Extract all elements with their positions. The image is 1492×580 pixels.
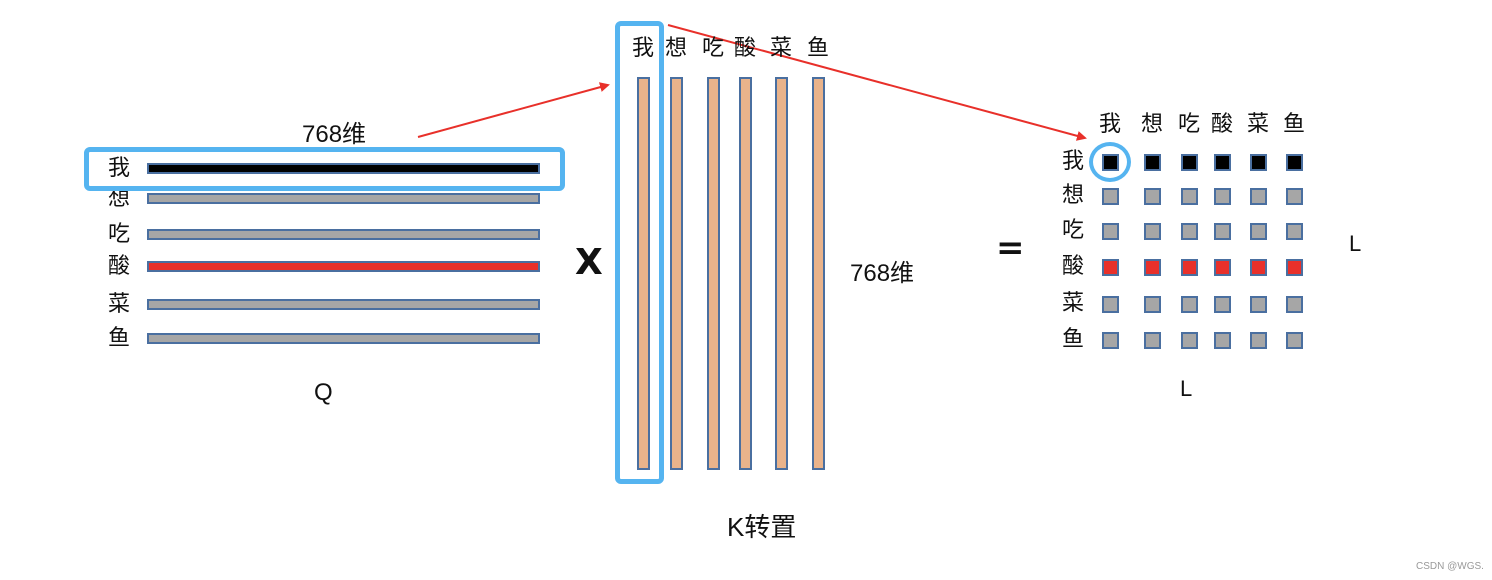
result-cell [1102,223,1119,240]
result-cell [1144,259,1161,276]
result-cell-highlight [1089,142,1131,182]
result-cell [1286,332,1303,349]
result-cell [1181,296,1198,313]
result-row-label: 鱼 [1062,327,1085,352]
q-dim-label: 768维 [302,121,367,148]
k-column-bar [707,77,720,470]
q-row-label: 想 [108,186,131,211]
result-cell [1214,332,1231,349]
result-cell [1286,154,1303,171]
result-cell [1286,188,1303,205]
q-row-bar [147,193,540,204]
result-cell [1102,259,1119,276]
result-column-label: 鱼 [1283,112,1306,137]
result-row-count-label: L [1349,231,1362,256]
q-row-label: 鱼 [108,326,131,351]
q-row-bar [147,163,540,174]
result-cell [1102,296,1119,313]
result-cell [1214,259,1231,276]
result-column-label: 吃 [1178,112,1201,137]
result-cell [1250,188,1267,205]
result-cell [1214,296,1231,313]
k-column-bar [775,77,788,470]
result-col-count-label: L [1180,376,1193,401]
result-cell [1214,223,1231,240]
result-column-label: 菜 [1247,112,1270,137]
q-row-bar [147,261,540,272]
result-cell [1214,154,1231,171]
result-cell [1250,154,1267,171]
result-row-label: 想 [1062,183,1085,208]
q-row-label: 菜 [108,292,131,317]
equals-sign: = [996,228,1025,268]
k-dim-label: 768维 [850,260,915,287]
arrow-k-to-result [667,24,1087,141]
result-cell [1181,259,1198,276]
multiply-sign: X [575,242,603,283]
result-cell [1286,223,1303,240]
result-column-label: 想 [1141,112,1164,137]
watermark: CSDN @WGS. [1416,561,1484,572]
result-cell [1144,154,1161,171]
k-column-label: 吃 [702,36,725,61]
result-cell [1286,259,1303,276]
q-row-label: 吃 [108,222,131,247]
k-column-label: 菜 [770,36,793,61]
q-row-label: 酸 [108,254,131,279]
result-cell [1181,223,1198,240]
result-row-label: 酸 [1062,254,1085,279]
arrow-q-to-k [417,82,610,138]
result-cell [1181,332,1198,349]
result-cell [1144,223,1161,240]
result-cell [1286,296,1303,313]
k-label: K转置 [727,512,797,542]
result-cell [1181,154,1198,171]
k-column-label: 酸 [734,36,757,61]
q-row-label: 我 [108,156,131,181]
result-cell [1214,188,1231,205]
result-row-label: 菜 [1062,291,1085,316]
result-cell [1144,188,1161,205]
q-row-bar [147,229,540,240]
result-row-label: 我 [1062,149,1085,174]
result-column-label: 我 [1099,112,1122,137]
k-column-bar [670,77,683,470]
result-cell [1144,332,1161,349]
k-column-label: 鱼 [807,36,830,61]
q-label: Q [314,379,333,406]
k-column-bar [812,77,825,470]
result-column-label: 酸 [1211,112,1234,137]
result-cell [1250,296,1267,313]
result-row-label: 吃 [1062,218,1085,243]
q-row-bar [147,333,540,344]
q-row-bar [147,299,540,310]
result-cell [1250,332,1267,349]
k-column-bar [739,77,752,470]
result-cell [1250,223,1267,240]
result-cell [1102,332,1119,349]
k-column-label: 我 [632,36,655,61]
k-column-label: 想 [665,36,688,61]
k-column-bar [637,77,650,470]
k-column-highlight [615,21,664,484]
result-cell [1102,188,1119,205]
q-row-highlight [84,147,565,191]
result-cell [1181,188,1198,205]
result-cell [1250,259,1267,276]
result-cell [1144,296,1161,313]
